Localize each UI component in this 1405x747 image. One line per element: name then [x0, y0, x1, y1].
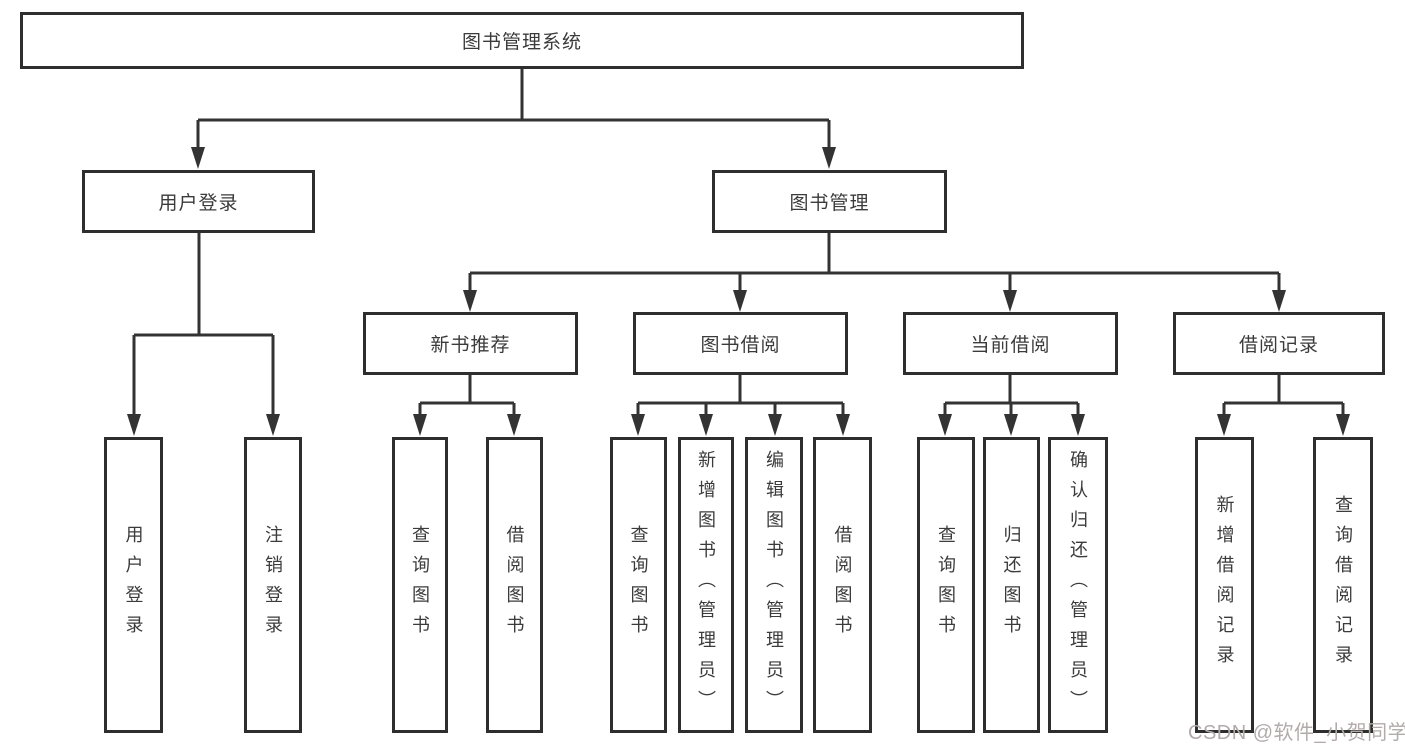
leaf-logout-login: 注销登录 [244, 437, 302, 733]
leaf-confirm-return-admin: 确认归还（管理员） [1048, 437, 1108, 733]
leaf-borrow-book-recommend: 借阅图书 [486, 437, 543, 733]
leaf-borrow-book: 借阅图书 [813, 437, 872, 733]
csdn-watermark: CSDN @软件_小贺同学 [1188, 722, 1405, 744]
node-current-borrow: 当前借阅 [903, 312, 1118, 375]
leaf-return-book: 归还图书 [983, 437, 1040, 733]
node-borrow-record: 借阅记录 [1173, 312, 1385, 375]
node-new-book-recommend: 新书推荐 [363, 312, 578, 375]
leaf-query-borrow-record: 查询借阅记录 [1313, 437, 1373, 733]
node-book-borrow: 图书借阅 [633, 312, 848, 375]
leaf-add-book-admin: 新增图书（管理员） [678, 437, 734, 733]
node-root-library-system: 图书管理系统 [20, 12, 1024, 69]
leaf-query-book-current: 查询图书 [917, 437, 975, 733]
node-user-login: 用户登录 [82, 170, 315, 233]
leaf-query-book-borrow: 查询图书 [610, 437, 667, 733]
leaf-edit-book-admin: 编辑图书（管理员） [745, 437, 803, 733]
leaf-query-book-recommend: 查询图书 [392, 437, 448, 733]
node-book-management: 图书管理 [712, 170, 947, 233]
leaf-user-login: 用户登录 [104, 437, 163, 733]
leaf-add-borrow-record: 新增借阅记录 [1195, 437, 1254, 733]
